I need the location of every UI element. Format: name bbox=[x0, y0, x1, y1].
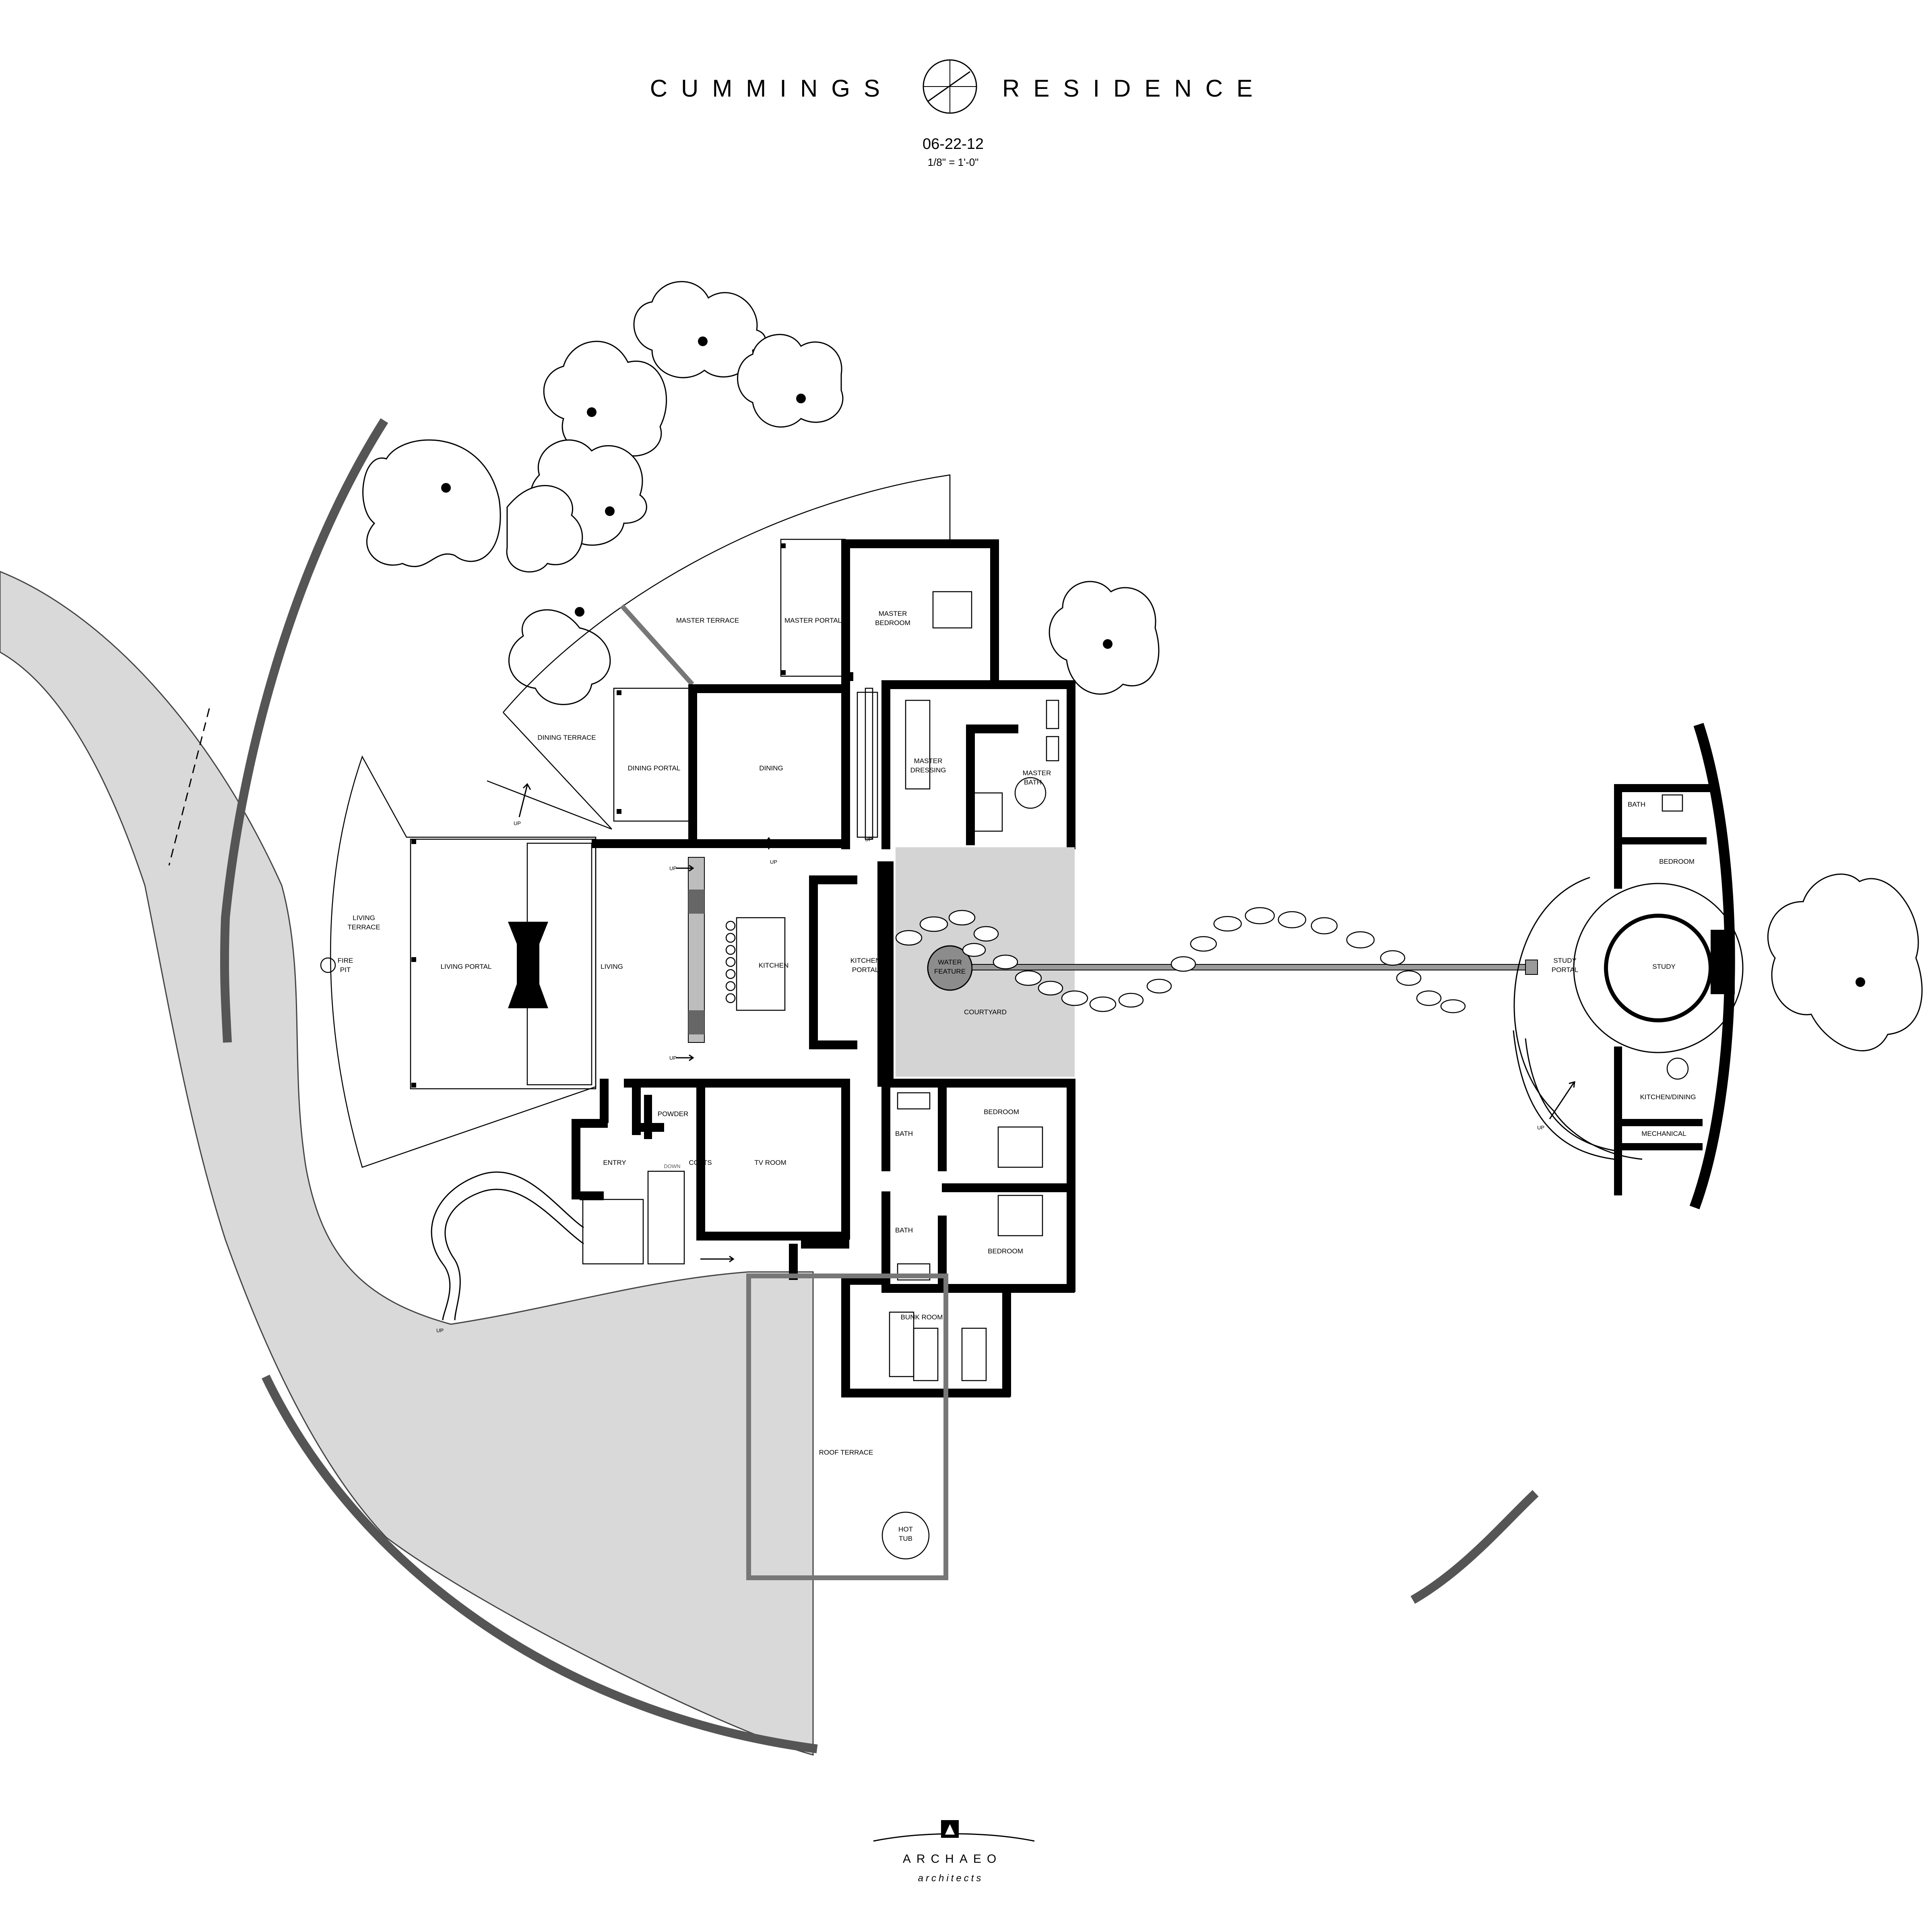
site-wall-arc-north bbox=[220, 418, 388, 1043]
label-bedroom-1: BEDROOM bbox=[984, 1108, 1019, 1116]
label-water-feature-1: WATER bbox=[938, 958, 962, 966]
label-dining: DINING bbox=[759, 764, 783, 772]
label-living-terrace-1: LIVING bbox=[353, 914, 375, 922]
label-roof-terrace: ROOF TERRACE bbox=[819, 1449, 873, 1456]
study-pavilion-walls bbox=[1513, 784, 1744, 1195]
up-label-dining: UP bbox=[770, 859, 777, 865]
label-bath-2: BATH bbox=[895, 1226, 913, 1234]
portal-posts bbox=[411, 543, 786, 1088]
roof-terrace-outline bbox=[746, 1274, 948, 1580]
label-dining-terrace: DINING TERRACE bbox=[537, 734, 596, 741]
up-labels: UP UP UP UP UP UP UP bbox=[436, 820, 1544, 1333]
label-study-bedroom: BEDROOM bbox=[1659, 858, 1695, 865]
hot-tub bbox=[881, 1511, 930, 1560]
dining-portal-outline bbox=[613, 687, 695, 822]
up-label-study: UP bbox=[1537, 1125, 1544, 1131]
dining-walls bbox=[688, 684, 849, 841]
north-arrow-icon bbox=[923, 59, 977, 114]
label-master-bath-2: BATH bbox=[1024, 778, 1042, 786]
brand-name: ARCHAEO bbox=[903, 1852, 1002, 1866]
label-kitchen-dining: KITCHEN/DINING bbox=[1640, 1093, 1696, 1101]
living-terrace-outline bbox=[330, 755, 597, 1168]
label-hot-tub-2: TUB bbox=[899, 1535, 912, 1542]
site-wall-arc-east bbox=[1410, 1490, 1539, 1604]
fire-pit bbox=[320, 957, 336, 973]
up-label-living-south: UP bbox=[669, 1055, 677, 1061]
label-powder: POWDER bbox=[658, 1110, 689, 1118]
label-master-dressing-1: MASTER bbox=[914, 757, 943, 765]
label-living-portal: LIVING PORTAL bbox=[441, 963, 492, 970]
entry-stair-curve bbox=[431, 1171, 584, 1321]
drawing-scale: 1/8" = 1'-0" bbox=[928, 156, 979, 168]
label-master-dressing-2: DRESSING bbox=[910, 766, 946, 774]
label-master-bedroom-2: BEDROOM bbox=[875, 619, 910, 627]
label-coats: COATS bbox=[689, 1159, 712, 1166]
water-runnel bbox=[972, 964, 1534, 970]
label-water-feature-2: FEATURE bbox=[934, 968, 966, 975]
label-living: LIVING bbox=[601, 963, 623, 970]
brand-subtitle: architects bbox=[918, 1873, 984, 1884]
label-courtyard: COURTYARD bbox=[964, 1008, 1007, 1016]
courtyard-paving bbox=[896, 847, 1075, 1077]
label-master-terrace: MASTER TERRACE bbox=[676, 617, 739, 624]
label-kitchen-portal-1: KITCHEN bbox=[850, 957, 881, 964]
title-left: CUMMINGS bbox=[650, 75, 894, 102]
master-terrace-outline bbox=[503, 474, 951, 713]
stair-arrow-icons bbox=[518, 783, 1575, 1263]
tree-study bbox=[1767, 873, 1923, 1051]
bedroom-fixtures bbox=[889, 1092, 1043, 1381]
dining-terrace-outline bbox=[487, 712, 612, 830]
path-dashed bbox=[168, 708, 210, 866]
label-bedroom-2: BEDROOM bbox=[988, 1247, 1023, 1255]
living-portal-outline bbox=[410, 838, 597, 1090]
stair-north bbox=[857, 691, 878, 838]
up-label-dining-terrace: UP bbox=[514, 820, 521, 826]
stools bbox=[725, 921, 736, 1003]
master-wing-walls bbox=[592, 539, 1075, 849]
up-label-living-north: UP bbox=[669, 865, 677, 871]
label-bunk-room: BUNK ROOM bbox=[901, 1313, 943, 1321]
label-study-portal-1: STUDY bbox=[1553, 957, 1577, 964]
title-right: RESIDENCE bbox=[1002, 75, 1266, 102]
label-master-portal: MASTER PORTAL bbox=[784, 617, 842, 624]
site-wall-arc-south bbox=[262, 1375, 818, 1753]
label-kitchen: KITCHEN bbox=[759, 962, 789, 969]
label-study-bath: BATH bbox=[1628, 801, 1645, 808]
study-fixtures bbox=[1662, 794, 1689, 1080]
label-kitchen-portal-2: PORTAL bbox=[852, 966, 879, 974]
archaeo-logo: ARCHAEO architects bbox=[873, 1820, 1035, 1884]
label-entry: ENTRY bbox=[603, 1159, 626, 1166]
drawing-date: 06-22-12 bbox=[923, 136, 984, 153]
label-fire-pit-1: FIRE bbox=[338, 957, 353, 964]
label-study-portal-2: PORTAL bbox=[1552, 966, 1578, 974]
label-dining-portal: DINING PORTAL bbox=[628, 764, 681, 772]
label-bath-1: BATH bbox=[895, 1130, 913, 1137]
label-study: STUDY bbox=[1652, 963, 1676, 970]
up-label-entry-stair: UP bbox=[436, 1327, 444, 1333]
label-fire-pit-2: PIT bbox=[340, 966, 351, 974]
stepping-stones bbox=[895, 907, 1466, 1013]
tree-master-bath bbox=[1049, 581, 1160, 695]
label-tv-room: TV ROOM bbox=[754, 1159, 786, 1166]
kitchen-island bbox=[736, 917, 786, 1011]
label-hot-tub-1: HOT bbox=[898, 1525, 913, 1533]
master-fixtures bbox=[905, 591, 1059, 832]
label-down: DOWN bbox=[664, 1163, 680, 1169]
master-portal-outline bbox=[780, 539, 846, 677]
up-label-stair: UP bbox=[865, 836, 872, 842]
bedroom-wing-walls bbox=[789, 1079, 1075, 1397]
tree-cluster-north bbox=[362, 281, 844, 705]
fireplace-living bbox=[508, 922, 548, 1008]
stair-entry bbox=[647, 1170, 685, 1265]
central-core-walls bbox=[572, 861, 894, 1241]
label-master-bath-1: MASTER bbox=[1023, 769, 1051, 777]
entry-landing bbox=[582, 1199, 644, 1265]
label-master-bedroom-1: MASTER bbox=[879, 610, 907, 617]
label-living-terrace-2: TERRACE bbox=[347, 923, 380, 931]
label-mechanical: MECHANICAL bbox=[1641, 1130, 1686, 1137]
